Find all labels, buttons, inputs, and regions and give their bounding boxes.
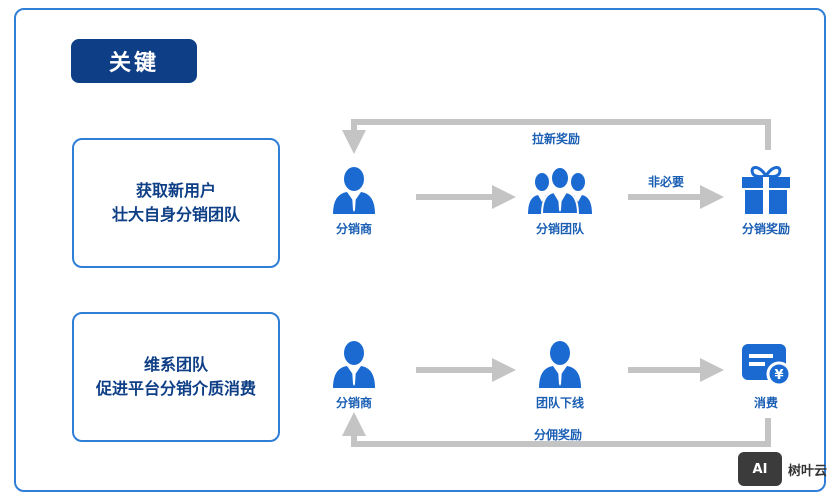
- person-icon: [333, 341, 375, 388]
- node-label: 分销奖励: [741, 222, 790, 236]
- node-downline: 团队下线: [510, 338, 610, 411]
- node-label: 分销商: [335, 396, 372, 410]
- goal-box-line: 促进平台分销介质消费: [95, 379, 256, 398]
- bill-yuan-icon: ¥: [742, 344, 792, 387]
- node-label: 团队下线: [535, 396, 584, 410]
- group-icon: [528, 166, 592, 214]
- goal-box-line: 壮大自身分销团队: [111, 205, 240, 224]
- node-label: 分销团队: [535, 222, 584, 236]
- key-badge: 关键: [71, 39, 197, 83]
- person-icon: [333, 167, 375, 214]
- arrow-commission-return: [342, 412, 771, 447]
- node-consume: ¥ 消费: [716, 340, 816, 411]
- arrow-reward-return: [342, 119, 771, 154]
- node-reward: 分销奖励: [716, 162, 816, 237]
- goal-box-retain: 维系团队 促进平台分销介质消费: [72, 312, 280, 442]
- goal-box-line: 维系团队: [143, 355, 208, 374]
- return-label-new-user-reward: 拉新奖励: [532, 132, 581, 146]
- return-label-commission-reward: 分佣奖励: [534, 428, 583, 442]
- person-icon: [539, 341, 581, 388]
- gift-icon: [742, 166, 790, 214]
- goal-box-line: 获取新用户: [135, 181, 216, 200]
- node-distributor-row1: 分销商: [304, 164, 404, 237]
- svg-text:¥: ¥: [774, 368, 783, 383]
- node-label: 分销商: [335, 222, 372, 236]
- goal-box-acquire: 获取新用户 壮大自身分销团队: [72, 138, 280, 268]
- watermark-text: 树叶云: [788, 463, 828, 479]
- watermark: AI 树叶云: [738, 452, 827, 486]
- arrow-label-optional: 非必要: [648, 175, 685, 189]
- watermark-logo: AI: [738, 452, 782, 486]
- node-team: 分销团队: [510, 164, 610, 237]
- node-distributor-row2: 分销商: [304, 338, 404, 411]
- diagram-frame: [14, 8, 826, 492]
- node-label: 消费: [753, 396, 778, 410]
